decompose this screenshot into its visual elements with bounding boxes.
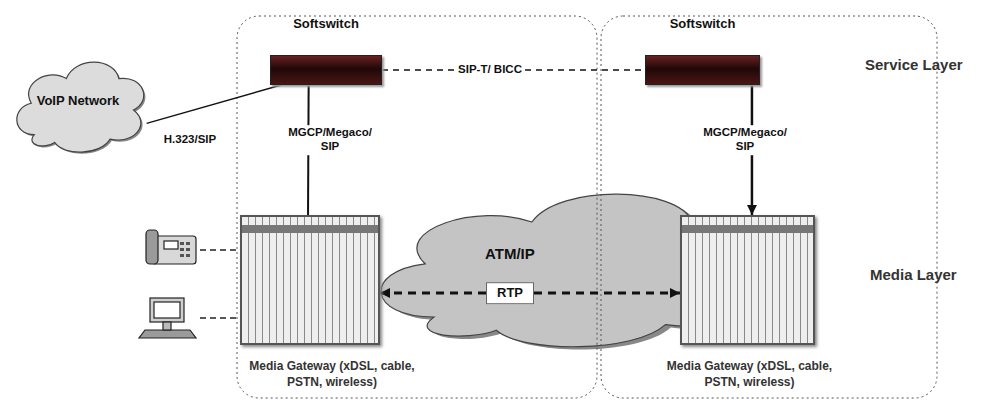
- media-gateway: Media Gateway (xDSL, cable, PSTN, wirele…: [240, 215, 380, 345]
- node-text: Media Gateway (xDSL, cable, PSTN, wirele…: [652, 359, 848, 390]
- pc-icon: [139, 298, 196, 338]
- softswitch-device: Softswitch: [270, 55, 382, 85]
- access-line: [200, 249, 238, 251]
- media-gateway: Media Gateway (xDSL, cable, PSTN, wirele…: [680, 215, 815, 345]
- chassis-band: [682, 225, 813, 233]
- protocol-label: H.323/SIP: [161, 132, 219, 148]
- chassis-band: [242, 225, 378, 233]
- protocol-label: MGCP/Megaco/ SIP: [281, 125, 379, 155]
- protocol-label: MGCP/Megaco/ SIP: [696, 125, 794, 155]
- layer-label: Service Layer: [865, 56, 963, 73]
- softswitch-device: Softswitch: [645, 55, 760, 85]
- access-line: [200, 317, 238, 319]
- node-text: ATM/IP: [485, 245, 535, 262]
- node-text: Softswitch: [606, 16, 799, 31]
- node-text: Softswitch: [231, 16, 421, 31]
- node-text: VoIP Network: [35, 93, 121, 109]
- connector: [147, 85, 282, 123]
- protocol-label: SIP-T/ BICC: [455, 62, 525, 78]
- phone-icon: [146, 230, 196, 264]
- node-text: Media Gateway (xDSL, cable, PSTN, wirele…: [234, 359, 430, 390]
- layer-label: Media Layer: [870, 266, 957, 283]
- protocol-label: RTP: [486, 282, 534, 304]
- network-cloud: VoIP Network: [5, 45, 151, 157]
